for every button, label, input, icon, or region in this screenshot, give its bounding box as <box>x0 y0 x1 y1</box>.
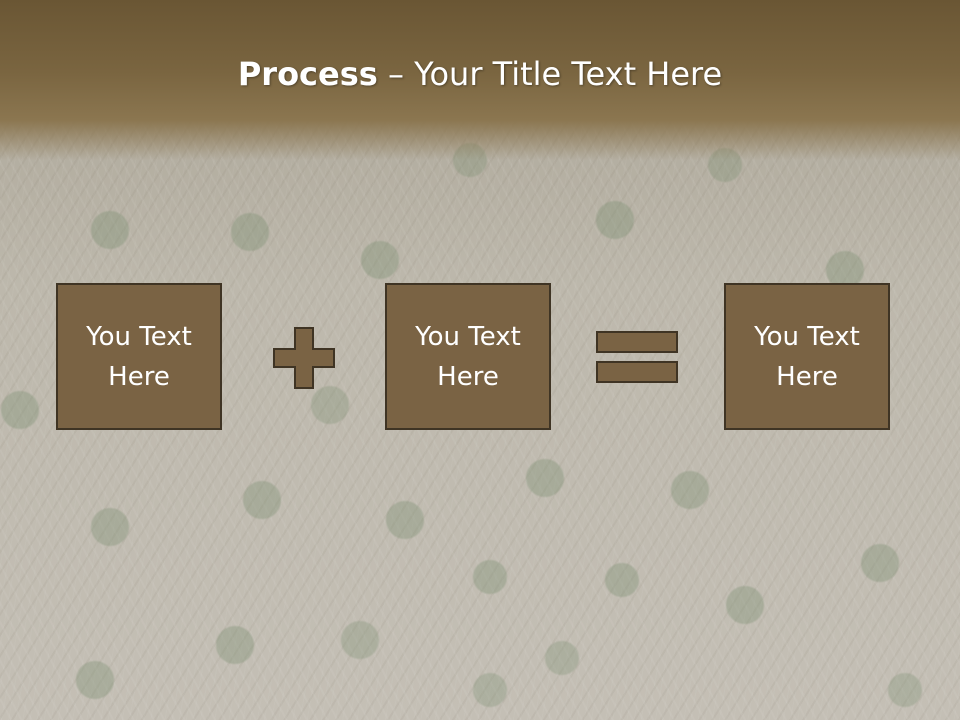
header-band <box>0 0 960 160</box>
process-box-3[interactable]: You Text Here <box>724 283 890 430</box>
plus-icon <box>273 327 335 389</box>
slide-title: Process – Your Title Text Here <box>0 54 960 94</box>
process-box-1[interactable]: You Text Here <box>56 283 222 430</box>
process-box-2[interactable]: You Text Here <box>385 283 551 430</box>
title-rest: – Your Title Text Here <box>377 55 723 93</box>
equals-icon <box>596 331 678 383</box>
title-bold: Process <box>237 55 378 93</box>
